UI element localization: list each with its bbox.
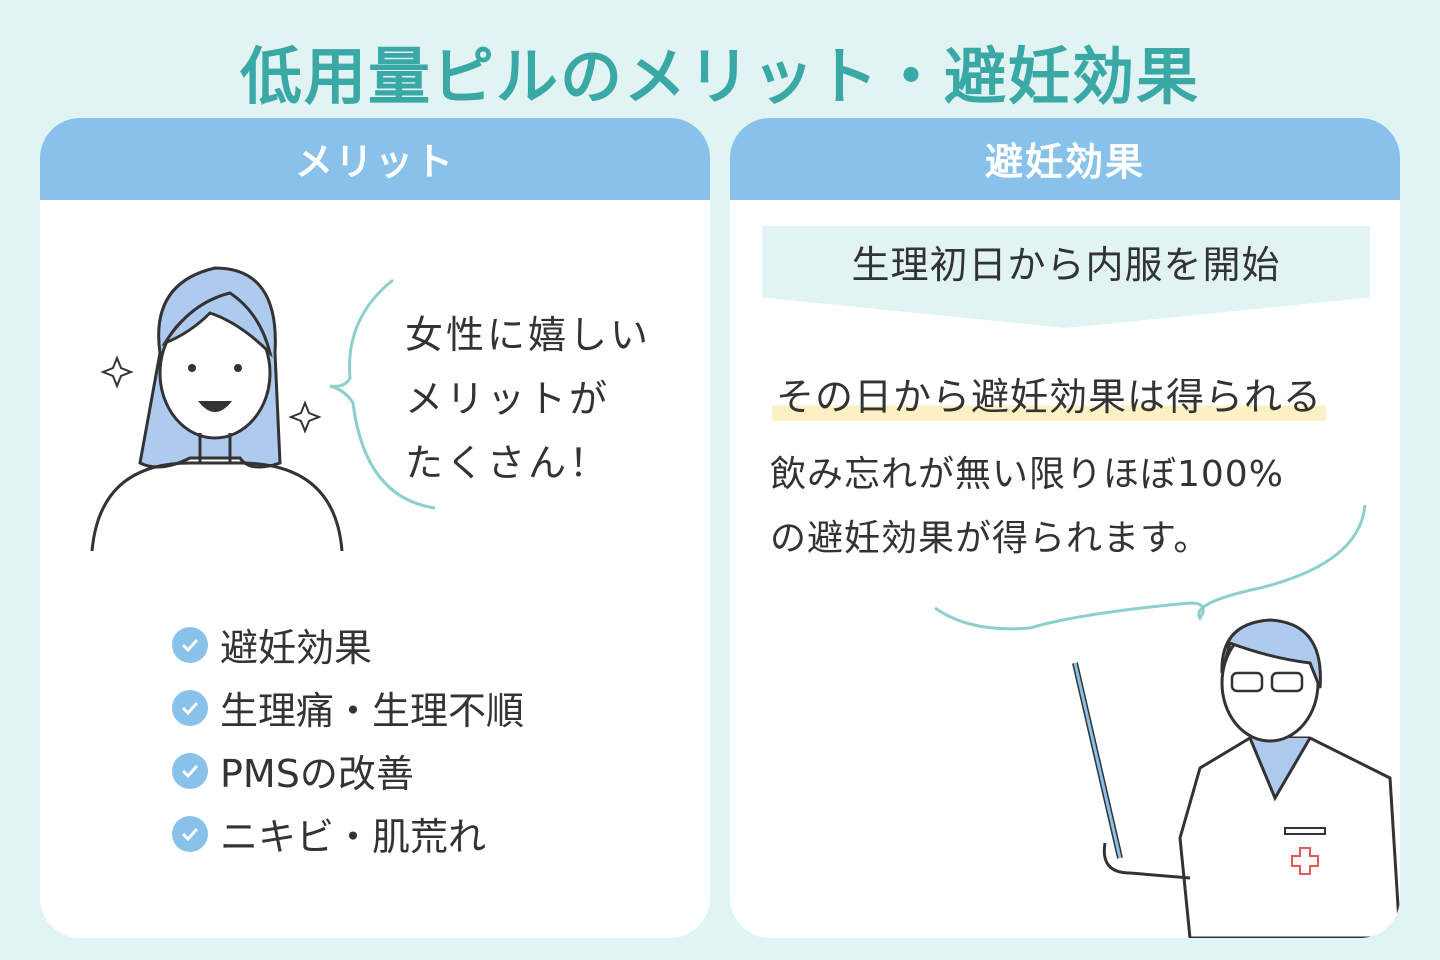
speech-line: 女性に嬉しい <box>405 313 652 357</box>
step-arrow-box: 生理初日から内服を開始 <box>762 226 1370 328</box>
effect-card-header: 避妊効果 <box>730 118 1400 200</box>
result-highlight: その日から避妊効果は得られる <box>772 366 1327 421</box>
speech-line: メリットが <box>405 377 611 421</box>
check-icon <box>172 689 208 726</box>
list-item: ニキビ・肌荒れ <box>172 802 524 865</box>
check-icon <box>172 815 208 852</box>
list-item: PMSの改善 <box>172 739 524 802</box>
speech-line: たくさん！ <box>405 441 611 485</box>
list-item: 生理痛・生理不順 <box>172 676 524 739</box>
merit-label: ニキビ・肌荒れ <box>220 815 487 859</box>
merit-card: メリット 女性に嬉しい メリットが たくさん！ 避妊効果 生理痛・生理不順 PM… <box>40 118 710 938</box>
list-item: 避妊効果 <box>172 613 524 676</box>
page-title: 低用量ピルのメリット・避妊効果 <box>239 40 1200 113</box>
merit-label: PMSの改善 <box>220 752 414 796</box>
speech-line-curve <box>934 504 1367 631</box>
step-text: 生理初日から内服を開始 <box>851 243 1281 287</box>
merit-speech: 女性に嬉しい メリットが たくさん！ <box>405 303 651 495</box>
desc-line: 飲み忘れが無い限りほぼ100% <box>770 454 1284 495</box>
check-icon <box>172 752 208 789</box>
merit-list: 避妊効果 生理痛・生理不順 PMSの改善 ニキビ・肌荒れ <box>172 613 524 865</box>
speech-bracket <box>329 278 436 510</box>
effect-card: 避妊効果 生理初日から内服を開始 その日から避妊効果は得られる 飲み忘れが無い限… <box>730 118 1400 938</box>
desc-line: の避妊効果が得られます。 <box>770 518 1211 559</box>
description: 飲み忘れが無い限りほぼ100% の避妊効果が得られます。 <box>770 443 1284 571</box>
merit-label: 生理痛・生理不順 <box>220 689 525 733</box>
doctor-illustration <box>1072 618 1400 938</box>
woman-illustration <box>90 266 344 552</box>
check-icon <box>172 626 208 663</box>
merit-label: 避妊効果 <box>220 626 373 670</box>
merit-card-header: メリット <box>40 118 710 200</box>
